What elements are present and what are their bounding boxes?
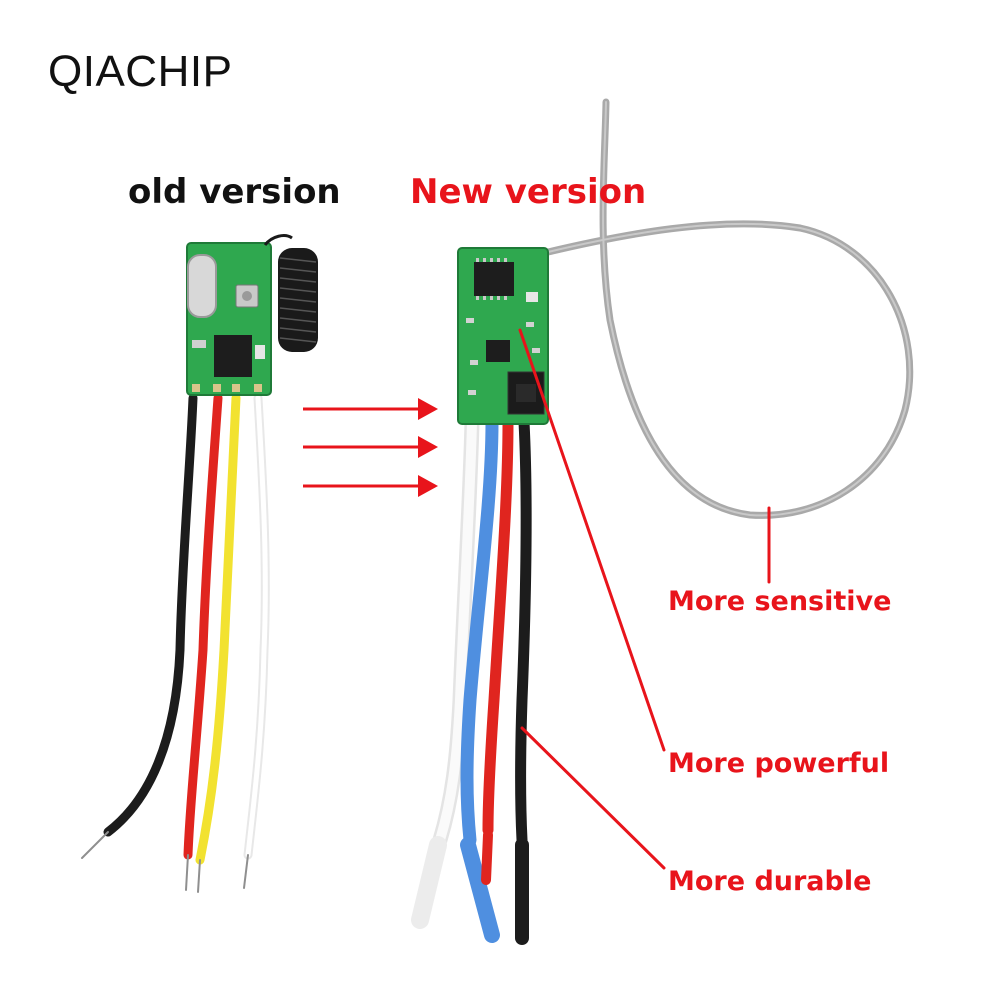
callout-more-durable: More durable (668, 866, 872, 897)
arrow-middle (303, 436, 438, 458)
leader-durable (520, 726, 666, 870)
new-module-relay-top (516, 384, 536, 402)
old-module-coil-antenna (263, 234, 318, 352)
old-module-button-cap (242, 291, 252, 301)
old-module (81, 234, 318, 893)
new-module (411, 98, 914, 945)
old-wire-yellow (195, 393, 241, 865)
callout-leaders (518, 328, 771, 870)
old-module-wires (103, 393, 270, 865)
new-wire-red (482, 416, 514, 836)
old-version-label: old version (128, 172, 341, 212)
new-module-chip-pins (476, 258, 507, 300)
callout-more-sensitive: More sensitive (668, 586, 892, 617)
new-wire-black (515, 416, 532, 846)
old-module-part (192, 340, 206, 348)
new-module-regulator (486, 340, 510, 362)
leader-powerful (518, 328, 666, 752)
old-module-chip (214, 335, 252, 377)
new-wire-white-core (435, 417, 477, 845)
callout-more-powerful: More powerful (668, 748, 890, 779)
old-module-part-2 (255, 345, 265, 359)
new-wire-sleeves (411, 830, 529, 945)
old-module-pads (192, 384, 262, 392)
brand-logo-text: QIACHIP (48, 47, 233, 96)
new-module-wires (432, 414, 532, 848)
old-wire-black (103, 393, 198, 837)
old-module-crystal (187, 254, 217, 318)
new-module-smd-parts (466, 318, 540, 395)
new-wire-blue (460, 415, 499, 847)
new-module-antenna (544, 98, 914, 519)
new-version-label: New version (410, 172, 647, 212)
arrow-bottom (303, 475, 438, 497)
old-wire-tips (81, 831, 249, 893)
new-module-part (526, 292, 538, 302)
new-module-chip (474, 262, 514, 296)
new-module-antenna-highlight (547, 101, 911, 517)
comparison-arrows (303, 398, 438, 497)
old-wire-white-core (245, 395, 268, 858)
old-wire-red (183, 393, 223, 860)
arrow-top (303, 398, 438, 420)
